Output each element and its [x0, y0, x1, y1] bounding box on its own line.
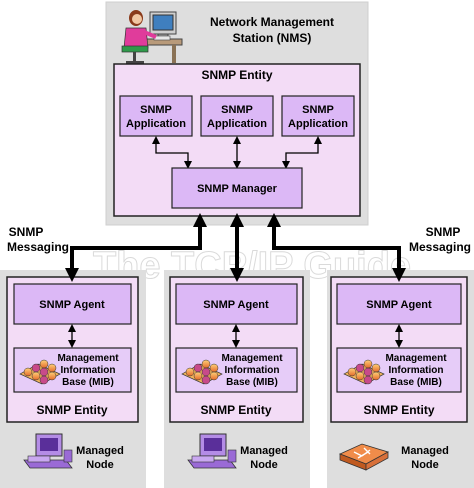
application-3-line1: SNMP [302, 104, 334, 116]
nms-title-line1: Network Management [210, 15, 334, 29]
managed-node-panel-1: SNMP Agent Management Information Base (… [0, 270, 146, 488]
agent-3-label: SNMP Agent [366, 299, 432, 311]
node-1-line2: Node [86, 459, 114, 471]
mib-3-line1: Management [385, 353, 447, 364]
node-2-line2: Node [250, 459, 278, 471]
node-2-line1: Managed [240, 445, 288, 457]
node-3-line1: Managed [401, 445, 449, 457]
messaging-right-line1: SNMP [426, 225, 461, 239]
manager-label: SNMP Manager [197, 183, 278, 195]
mib-1-line3: Base (MIB) [62, 377, 114, 388]
entity-1-label: SNMP Entity [36, 403, 107, 417]
nms-entity-label: SNMP Entity [201, 68, 272, 82]
messaging-right-line2: Messaging [409, 240, 471, 254]
messaging-left-line1: SNMP [9, 225, 44, 239]
application-3-line2: Application [288, 118, 348, 130]
connector-app1-manager [152, 136, 192, 169]
nms-title-line2: Station (NMS) [233, 31, 312, 45]
operator-workstation-icon [121, 10, 183, 64]
mib-3-line3: Base (MIB) [390, 377, 442, 388]
snmp-application-2: SNMP Application [200, 95, 274, 137]
snmp-manager: SNMP Manager [171, 167, 303, 209]
messaging-line-node1 [65, 213, 207, 282]
application-1-line1: SNMP [140, 104, 172, 116]
application-manager-connectors [152, 136, 322, 169]
snmp-messaging-lines [65, 213, 406, 282]
computer-icon [187, 433, 237, 469]
mib-database-icon [19, 359, 61, 385]
mib-1-line1: Management [57, 353, 119, 364]
managed-node-panel-2: SNMP Agent Management Information Base (… [164, 270, 310, 488]
agent-mib-connectors [68, 324, 403, 348]
messaging-left-line2: Messaging [7, 240, 69, 254]
managed-node-panel-3: SNMP Agent Management Information Base (… [327, 270, 474, 488]
mib-2-line2: Information [225, 365, 280, 376]
mib-2-line3: Base (MIB) [226, 377, 278, 388]
mib-database-icon [343, 359, 385, 385]
messaging-line-node3 [267, 213, 406, 282]
snmp-application-3: SNMP Application [281, 95, 355, 137]
application-2-line2: Application [207, 118, 267, 130]
agent-2-label: SNMP Agent [203, 299, 269, 311]
node-3-line2: Node [411, 459, 439, 471]
mib-3-line2: Information [389, 365, 444, 376]
agent-1-label: SNMP Agent [39, 299, 105, 311]
mib-database-icon [181, 359, 223, 385]
mib-2-line1: Management [221, 353, 283, 364]
application-2-line1: SNMP [221, 104, 253, 116]
snmp-application-1: SNMP Application [119, 95, 193, 137]
application-1-line2: Application [126, 118, 186, 130]
router-icon [338, 443, 390, 471]
computer-icon [23, 433, 73, 469]
connector-app3-manager [282, 136, 322, 169]
entity-3-label: SNMP Entity [363, 403, 434, 417]
entity-2-label: SNMP Entity [200, 403, 271, 417]
mib-1-line2: Information [61, 365, 116, 376]
node-1-line1: Managed [76, 445, 124, 457]
